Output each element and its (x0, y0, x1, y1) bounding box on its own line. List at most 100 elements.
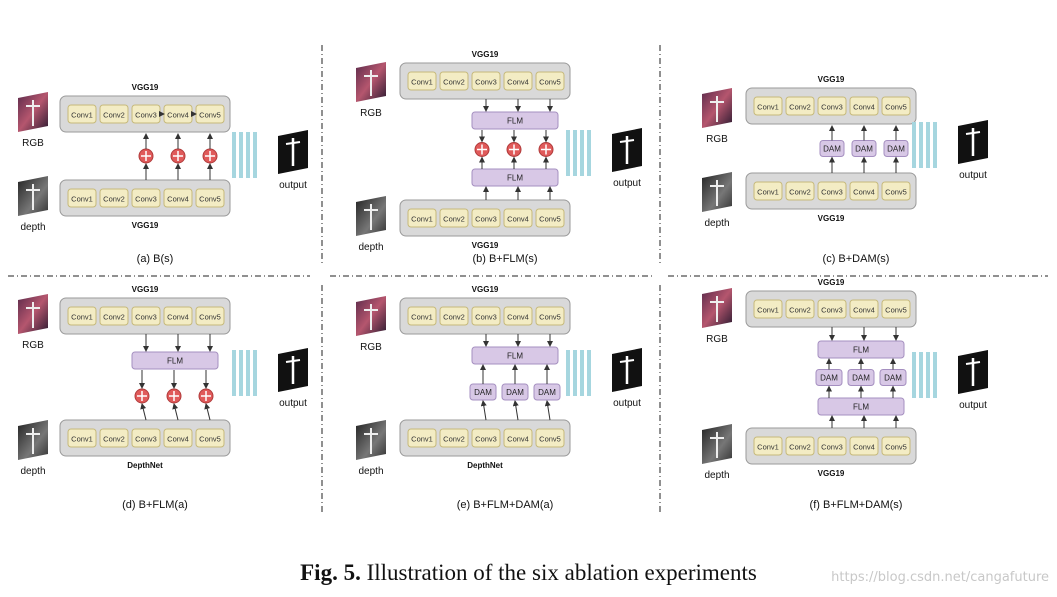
decoder-bar (580, 130, 584, 176)
conv-label: Conv4 (853, 103, 875, 112)
decoder-bar (912, 352, 916, 398)
conv-label: Conv4 (167, 435, 189, 444)
backbone-label: VGG19 (472, 50, 499, 59)
conv-block (407, 306, 437, 326)
decoder-bar (919, 352, 923, 398)
backbone-label: VGG19 (472, 285, 499, 294)
backbone-label: VGG19 (472, 241, 499, 250)
conv-block (503, 306, 533, 326)
conv-label: Conv3 (135, 313, 157, 322)
output-silhouette-arm (285, 141, 301, 145)
conv-block (849, 96, 879, 116)
conv-label: Conv4 (167, 111, 189, 120)
decoder-bar (926, 122, 930, 168)
backbone-label: VGG19 (132, 83, 159, 92)
conv-block (753, 436, 783, 456)
decoder-bar (573, 130, 577, 176)
decoder-bar (587, 350, 591, 396)
conv-block (817, 96, 847, 116)
conv-label: Conv4 (853, 188, 875, 197)
conv-block (535, 428, 565, 448)
conv-label: Conv1 (411, 215, 433, 224)
backbone-label: VGG19 (818, 214, 845, 223)
conv-label: Conv2 (789, 443, 811, 452)
conv-label: Conv3 (475, 435, 497, 444)
conv-block (817, 299, 847, 319)
conv-block (535, 71, 565, 91)
rgb-label: RGB (22, 138, 44, 149)
backbone-label: VGG19 (132, 221, 159, 230)
backbone-label: VGG19 (132, 285, 159, 294)
conv-label: Conv1 (411, 313, 433, 322)
dam-module-label: DAM (474, 388, 492, 397)
conv-label: Conv2 (443, 313, 465, 322)
conv-block (881, 96, 911, 116)
backbone-label: DepthNet (467, 461, 503, 470)
decoder-bar (933, 352, 937, 398)
conv-block (471, 208, 501, 228)
decoder-bar (232, 350, 236, 396)
conv-label: Conv1 (757, 103, 779, 112)
conv-label: Conv3 (475, 215, 497, 224)
conv-label: Conv5 (539, 313, 561, 322)
output-label: output (613, 398, 641, 409)
conv-label: Conv5 (199, 313, 221, 322)
depth-label: depth (358, 466, 383, 477)
conv-label: Conv3 (135, 435, 157, 444)
conv-block (785, 436, 815, 456)
panel-separators (8, 45, 1048, 515)
conv-label: Conv2 (103, 313, 125, 322)
conv-block (407, 208, 437, 228)
backbone-label: DepthNet (127, 461, 163, 470)
conv-block (503, 208, 533, 228)
conv-block (131, 306, 161, 326)
flow-arrow (172, 403, 179, 421)
panel-caption: (e) B+FLM+DAM(a) (457, 499, 554, 511)
depth-label: depth (20, 222, 45, 233)
panel-caption: (a) B(s) (137, 253, 174, 265)
conv-label: Conv2 (443, 215, 465, 224)
conv-label: Conv3 (135, 195, 157, 204)
depth-label: depth (704, 218, 729, 229)
conv-label: Conv3 (821, 443, 843, 452)
conv-block (67, 188, 97, 208)
conv-block (881, 181, 911, 201)
conv-block (407, 428, 437, 448)
conv-label: Conv5 (539, 435, 561, 444)
dam-module-label: DAM (538, 388, 556, 397)
conv-block (67, 104, 97, 124)
rgb-label: RGB (22, 340, 44, 351)
conv-block (753, 96, 783, 116)
conv-label: Conv3 (821, 306, 843, 315)
decoder-bar (926, 352, 930, 398)
conv-block (163, 306, 193, 326)
depth-label: depth (20, 466, 45, 477)
decoder-bar (232, 132, 236, 178)
dam-module-label: DAM (820, 374, 838, 383)
conv-label: Conv2 (789, 103, 811, 112)
conv-label: Conv1 (757, 188, 779, 197)
flow-arrow (480, 400, 487, 421)
conv-label: Conv3 (821, 103, 843, 112)
conv-block (99, 306, 129, 326)
conv-label: Conv1 (71, 435, 93, 444)
conv-block (535, 306, 565, 326)
output-label: output (959, 170, 987, 181)
panel-caption: (c) B+DAM(s) (823, 253, 890, 265)
output-silhouette-arm (285, 359, 301, 363)
conv-block (817, 181, 847, 201)
decoder-bar (566, 350, 570, 396)
flow-arrow (544, 400, 551, 421)
conv-label: Conv1 (757, 443, 779, 452)
conv-label: Conv5 (885, 188, 907, 197)
conv-label: Conv1 (71, 111, 93, 120)
output-silhouette-arm (965, 361, 981, 365)
conv-block (471, 71, 501, 91)
